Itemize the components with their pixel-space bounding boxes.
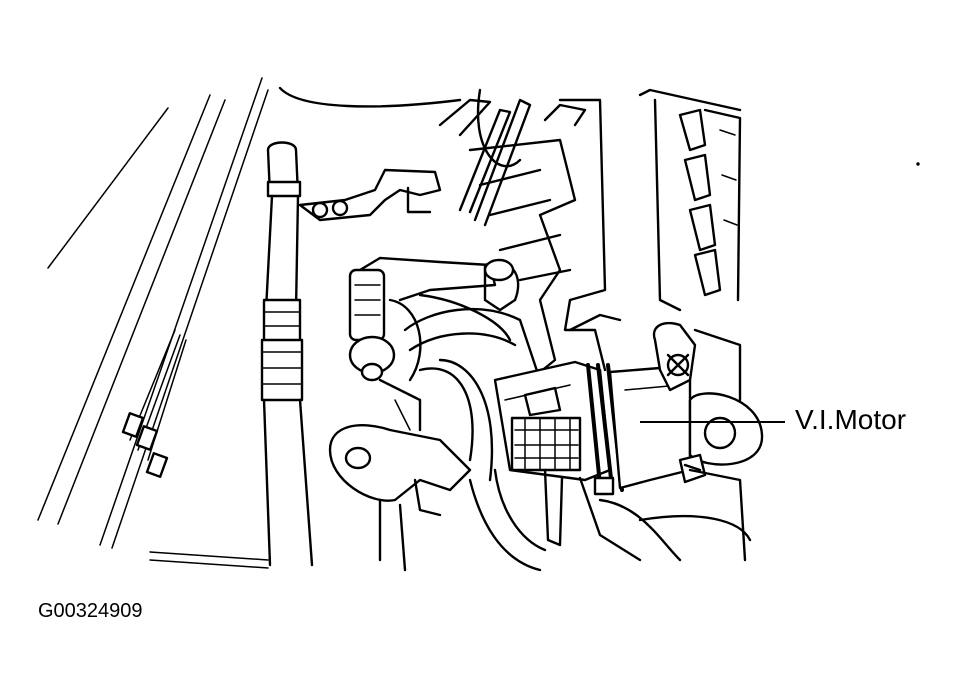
cylinder-head-ribs <box>638 88 742 312</box>
sensor-connector <box>348 256 520 382</box>
vi-motor <box>493 321 764 562</box>
coolant-hose <box>260 141 314 567</box>
fender-panel <box>37 77 269 569</box>
figure-id: G00324909 <box>38 600 143 622</box>
intake-elbow <box>378 307 547 572</box>
fender-wire-clips <box>121 329 187 478</box>
vi-motor-label: V.I.Motor <box>795 404 907 435</box>
speckle <box>916 162 920 166</box>
lower-bracket <box>328 423 472 572</box>
upper-bracket <box>278 86 532 227</box>
intake-manifold <box>468 98 622 382</box>
